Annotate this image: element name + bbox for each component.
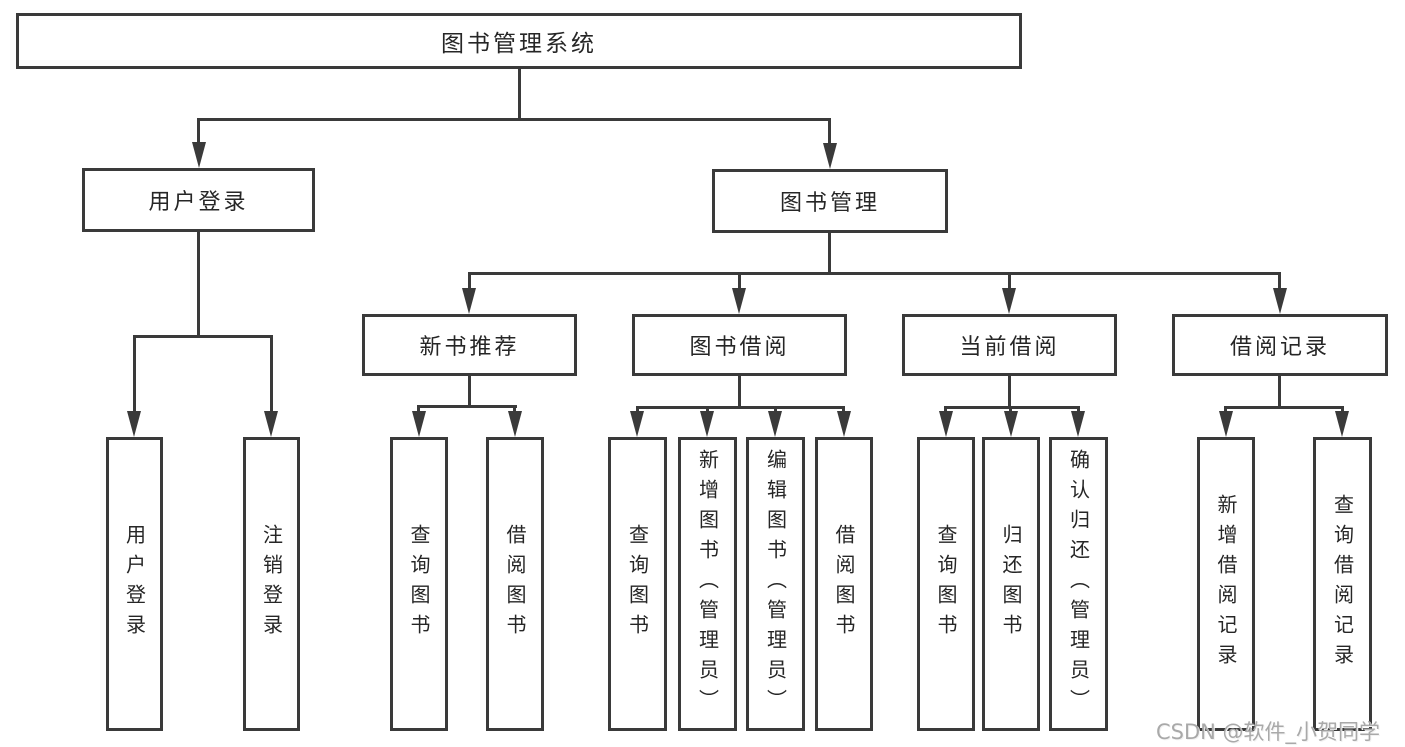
- line: [197, 232, 200, 338]
- leaf-label: 注销登录: [259, 524, 284, 644]
- line: [1341, 406, 1344, 413]
- line: [1224, 406, 1344, 409]
- line: [133, 335, 136, 413]
- leaf-label: 用户登录: [122, 524, 147, 644]
- arrow-down-icon: [264, 411, 278, 437]
- line: [944, 406, 1080, 409]
- line: [774, 406, 777, 413]
- line: [1009, 406, 1012, 413]
- line: [1278, 272, 1281, 290]
- leaf-label: 查询图书: [934, 524, 958, 644]
- node-root-label: 图书管理系统: [441, 31, 597, 57]
- leaf-confirm-return-admin: 确认归还（管理员）: [1049, 437, 1108, 731]
- leaf-label: 查询图书: [625, 524, 650, 644]
- leaf-label: 查询借阅记录: [1330, 494, 1355, 674]
- arrow-down-icon: [1335, 411, 1349, 437]
- line: [828, 233, 831, 275]
- line: [197, 118, 831, 121]
- node-new-book-recommend: 新书推荐: [362, 314, 577, 376]
- line: [417, 405, 420, 413]
- node-current-borrowing-label: 当前借阅: [959, 335, 1060, 360]
- arrow-down-icon: [412, 411, 426, 437]
- node-user-login-label: 用户登录: [148, 190, 249, 215]
- line: [636, 406, 639, 413]
- leaf-add-books-admin: 新增图书（管理员）: [678, 437, 737, 731]
- arrow-down-icon: [1002, 288, 1016, 314]
- leaf-query-books-1: 查询图书: [390, 437, 448, 731]
- leaf-add-borrow-record: 新增借阅记录: [1197, 437, 1255, 731]
- node-book-management-label: 图书管理: [779, 191, 880, 216]
- line: [1077, 406, 1080, 413]
- node-book-borrowing: 图书借阅: [632, 314, 847, 376]
- line: [828, 118, 831, 145]
- line: [842, 406, 845, 413]
- node-user-login: 用户登录: [82, 168, 315, 232]
- line: [133, 335, 273, 338]
- line: [518, 69, 521, 118]
- line: [513, 405, 516, 413]
- arrow-down-icon: [1004, 411, 1018, 437]
- arrow-down-icon: [939, 411, 953, 437]
- leaf-label: 编辑图书（管理员）: [763, 449, 788, 719]
- node-root: 图书管理系统: [16, 13, 1022, 69]
- line: [1008, 376, 1011, 409]
- node-book-management: 图书管理: [712, 169, 948, 233]
- line: [738, 376, 741, 409]
- arrow-down-icon: [630, 411, 644, 437]
- arrow-down-icon: [768, 411, 782, 437]
- leaf-query-borrow-record: 查询借阅记录: [1313, 437, 1372, 731]
- leaf-user-login: 用户登录: [106, 437, 163, 731]
- leaf-label: 借阅图书: [503, 524, 527, 644]
- line: [944, 406, 947, 413]
- leaf-label: 新增图书（管理员）: [695, 449, 720, 719]
- leaf-label: 新增借阅记录: [1214, 494, 1238, 674]
- leaf-edit-books-admin: 编辑图书（管理员）: [746, 437, 805, 731]
- arrow-down-icon: [823, 143, 837, 169]
- line: [417, 405, 517, 408]
- arrow-down-icon: [127, 411, 141, 437]
- line: [468, 376, 471, 408]
- line: [1224, 406, 1227, 413]
- arrow-down-icon: [1219, 411, 1233, 437]
- leaf-label: 归还图书: [999, 524, 1023, 644]
- arrow-down-icon: [700, 411, 714, 437]
- node-current-borrowing: 当前借阅: [902, 314, 1117, 376]
- arrow-down-icon: [1273, 288, 1287, 314]
- line: [636, 406, 845, 409]
- node-new-book-recommend-label: 新书推荐: [419, 335, 520, 360]
- arrow-down-icon: [732, 288, 746, 314]
- line: [1008, 272, 1011, 290]
- line: [1278, 376, 1281, 409]
- leaf-return-books: 归还图书: [982, 437, 1040, 731]
- arrow-down-icon: [192, 142, 206, 168]
- line: [197, 118, 200, 144]
- arrow-down-icon: [837, 411, 851, 437]
- line: [468, 272, 1281, 275]
- leaf-borrow-books-2: 借阅图书: [815, 437, 873, 731]
- leaf-label: 确认归还（管理员）: [1066, 449, 1091, 719]
- line: [270, 335, 273, 413]
- leaf-borrow-books-1: 借阅图书: [486, 437, 544, 731]
- node-borrowing-records: 借阅记录: [1172, 314, 1388, 376]
- line: [468, 272, 471, 290]
- leaf-label: 查询图书: [407, 524, 431, 644]
- line: [738, 272, 741, 290]
- leaf-query-books-3: 查询图书: [917, 437, 975, 731]
- leaf-logout: 注销登录: [243, 437, 300, 731]
- arrow-down-icon: [462, 288, 476, 314]
- line: [706, 406, 709, 413]
- leaf-query-books-2: 查询图书: [608, 437, 667, 731]
- node-borrowing-records-label: 借阅记录: [1229, 335, 1330, 360]
- csdn-watermark: CSDN @软件_小贺同学: [1156, 720, 1381, 744]
- arrow-down-icon: [1071, 411, 1085, 437]
- node-book-borrowing-label: 图书借阅: [689, 335, 790, 360]
- leaf-label: 借阅图书: [832, 524, 856, 644]
- arrow-down-icon: [508, 411, 522, 437]
